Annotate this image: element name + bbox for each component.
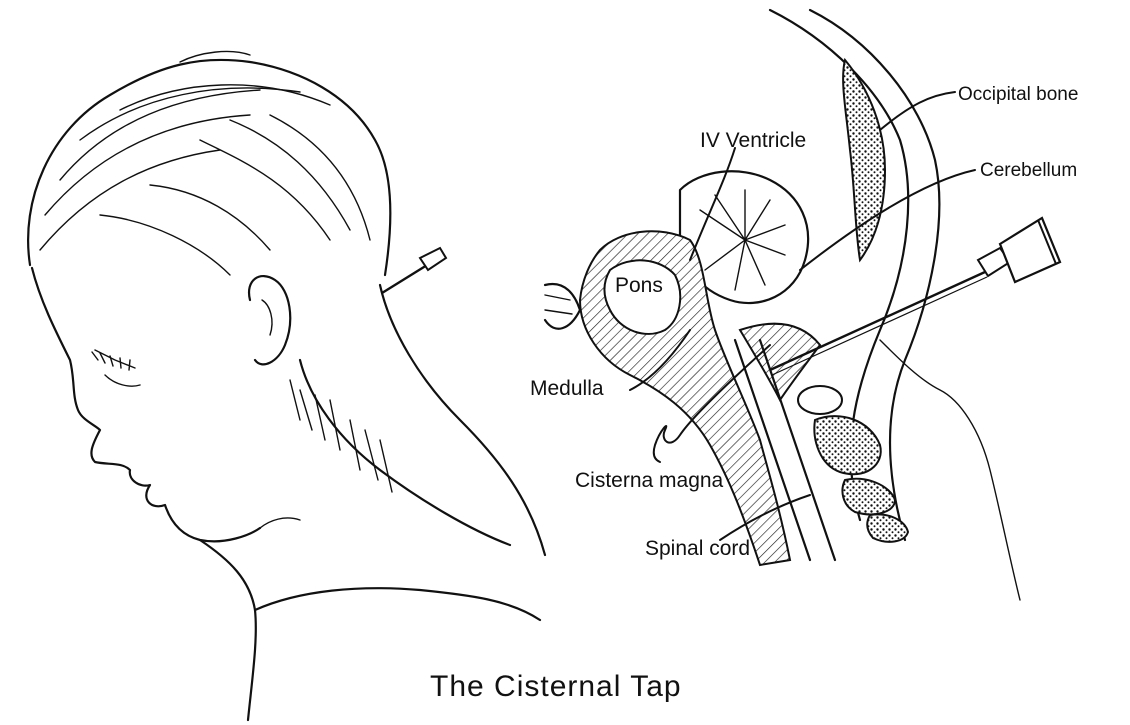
label-occipital-bone: Occipital bone: [958, 84, 1078, 105]
label-cerebellum: Cerebellum: [980, 160, 1077, 181]
label-cisterna-magna: Cisterna magna: [575, 469, 724, 492]
label-iv-ventricle: IV Ventricle: [700, 129, 806, 152]
patient-head-drawing: [28, 51, 545, 720]
label-pons: Pons: [615, 274, 663, 297]
label-medulla: Medulla: [530, 377, 604, 400]
label-spinal-cord: Spinal cord: [645, 537, 750, 560]
figure-caption: The Cisternal Tap: [430, 670, 682, 703]
